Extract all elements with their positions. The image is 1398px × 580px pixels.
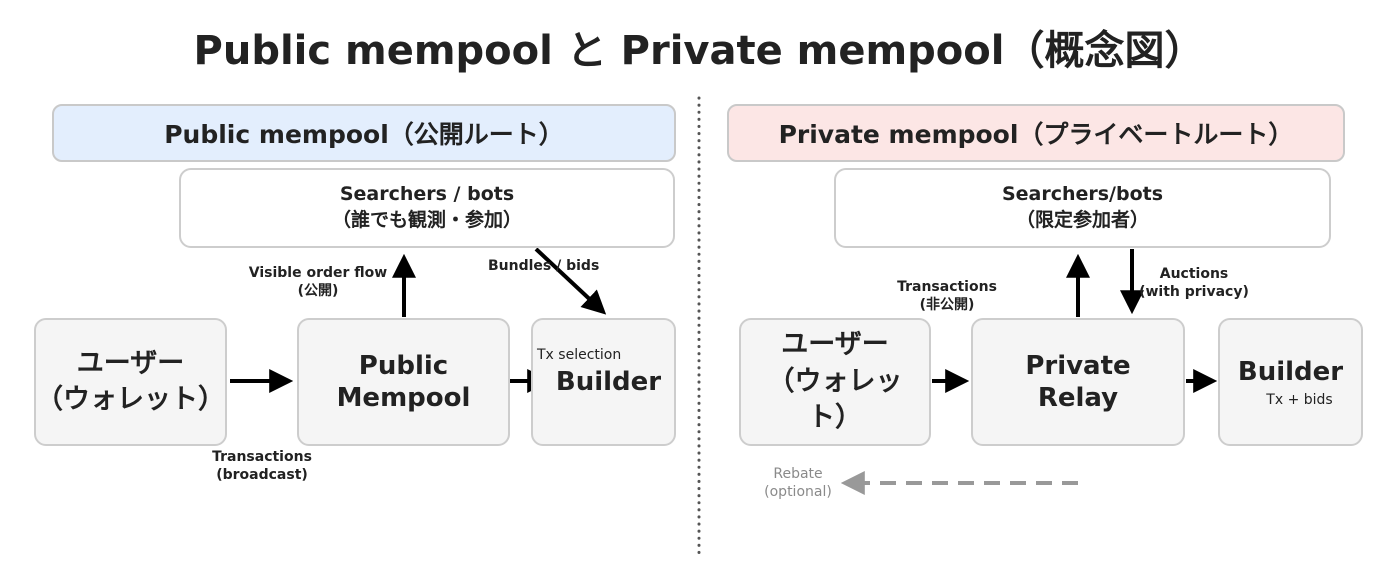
transactions-private-label: Transactions (非公開) [884,278,1010,314]
user-subtitle-2: ト） [808,402,862,434]
builder-title: Builder [1237,356,1344,387]
searchers-title: Searchers / bots [339,183,515,206]
public-mempool-box: Public Mempool [297,318,510,446]
public-mempool-header: Public mempool（公開ルート） [52,104,676,162]
auctions-label: Auctions (with privacy) [1138,265,1250,301]
public-mempool-header-text: Public mempool（公開ルート） [164,120,564,149]
user-subtitle: （ウォレット） [36,384,225,415]
rebate-line1: Rebate [773,466,823,482]
user-subtitle-1: （ウォレッ [767,365,903,397]
transactions-broadcast-line1: Transactions [212,449,312,465]
visible-order-flow-label: Visible order flow (公開) [238,264,398,300]
diagram-title: Public mempool と Private mempool（概念図） [193,28,1205,74]
transactions-broadcast-label: Transactions (broadcast) [198,448,326,484]
visible-order-flow-line1: Visible order flow [248,265,388,281]
arrow-searchers-to-builder [534,247,607,315]
transactions-broadcast-line2: (broadcast) [216,467,308,484]
searchers-subtitle: （限定参加者） [1015,209,1149,231]
relay-subtitle: Relay [1037,383,1119,413]
transactions-private-line1: Transactions [897,279,997,295]
transactions-private-line2: (非公開) [919,297,975,314]
mempool-subtitle: Mempool [336,383,471,413]
user-wallet-box-private: ユーザー （ウォレッ ト） [739,318,931,446]
visible-order-flow-line2: (公開) [297,283,339,300]
private-relay-box: Private Relay [971,318,1185,446]
auctions-line2: (with privacy) [1139,284,1249,301]
searchers-subtitle: （誰でも観測・参加） [331,209,522,231]
searchers-box-public: Searchers / bots （誰でも観測・参加） [179,168,675,248]
searchers-title: Searchers/bots [1001,183,1164,206]
builder-box-public: Builder [531,318,676,446]
searchers-box-private: Searchers/bots （限定参加者） [834,168,1331,248]
tx-bids-label: Tx + bids [1266,392,1333,409]
builder-title: Builder [555,366,662,397]
builder-box-private: Builder Tx + bids [1218,318,1363,446]
user-title: ユーザー [781,329,889,361]
rebate-label: Rebate (optional) [758,465,838,501]
relay-title: Private [1025,350,1131,381]
auctions-line1: Auctions [1159,266,1229,282]
private-mempool-header: Private mempool（プライベートルート） [727,104,1345,162]
user-wallet-box-public: ユーザー （ウォレット） [34,318,227,446]
rebate-line2: (optional) [764,484,832,501]
tx-selection-label: Tx selection [537,347,622,363]
private-mempool-header-text: Private mempool（プライベートルート） [778,120,1294,149]
bundles-bids-label: Bundles / bids [488,258,600,274]
user-title: ユーザー [76,347,185,379]
mempool-title: Public [358,350,449,381]
